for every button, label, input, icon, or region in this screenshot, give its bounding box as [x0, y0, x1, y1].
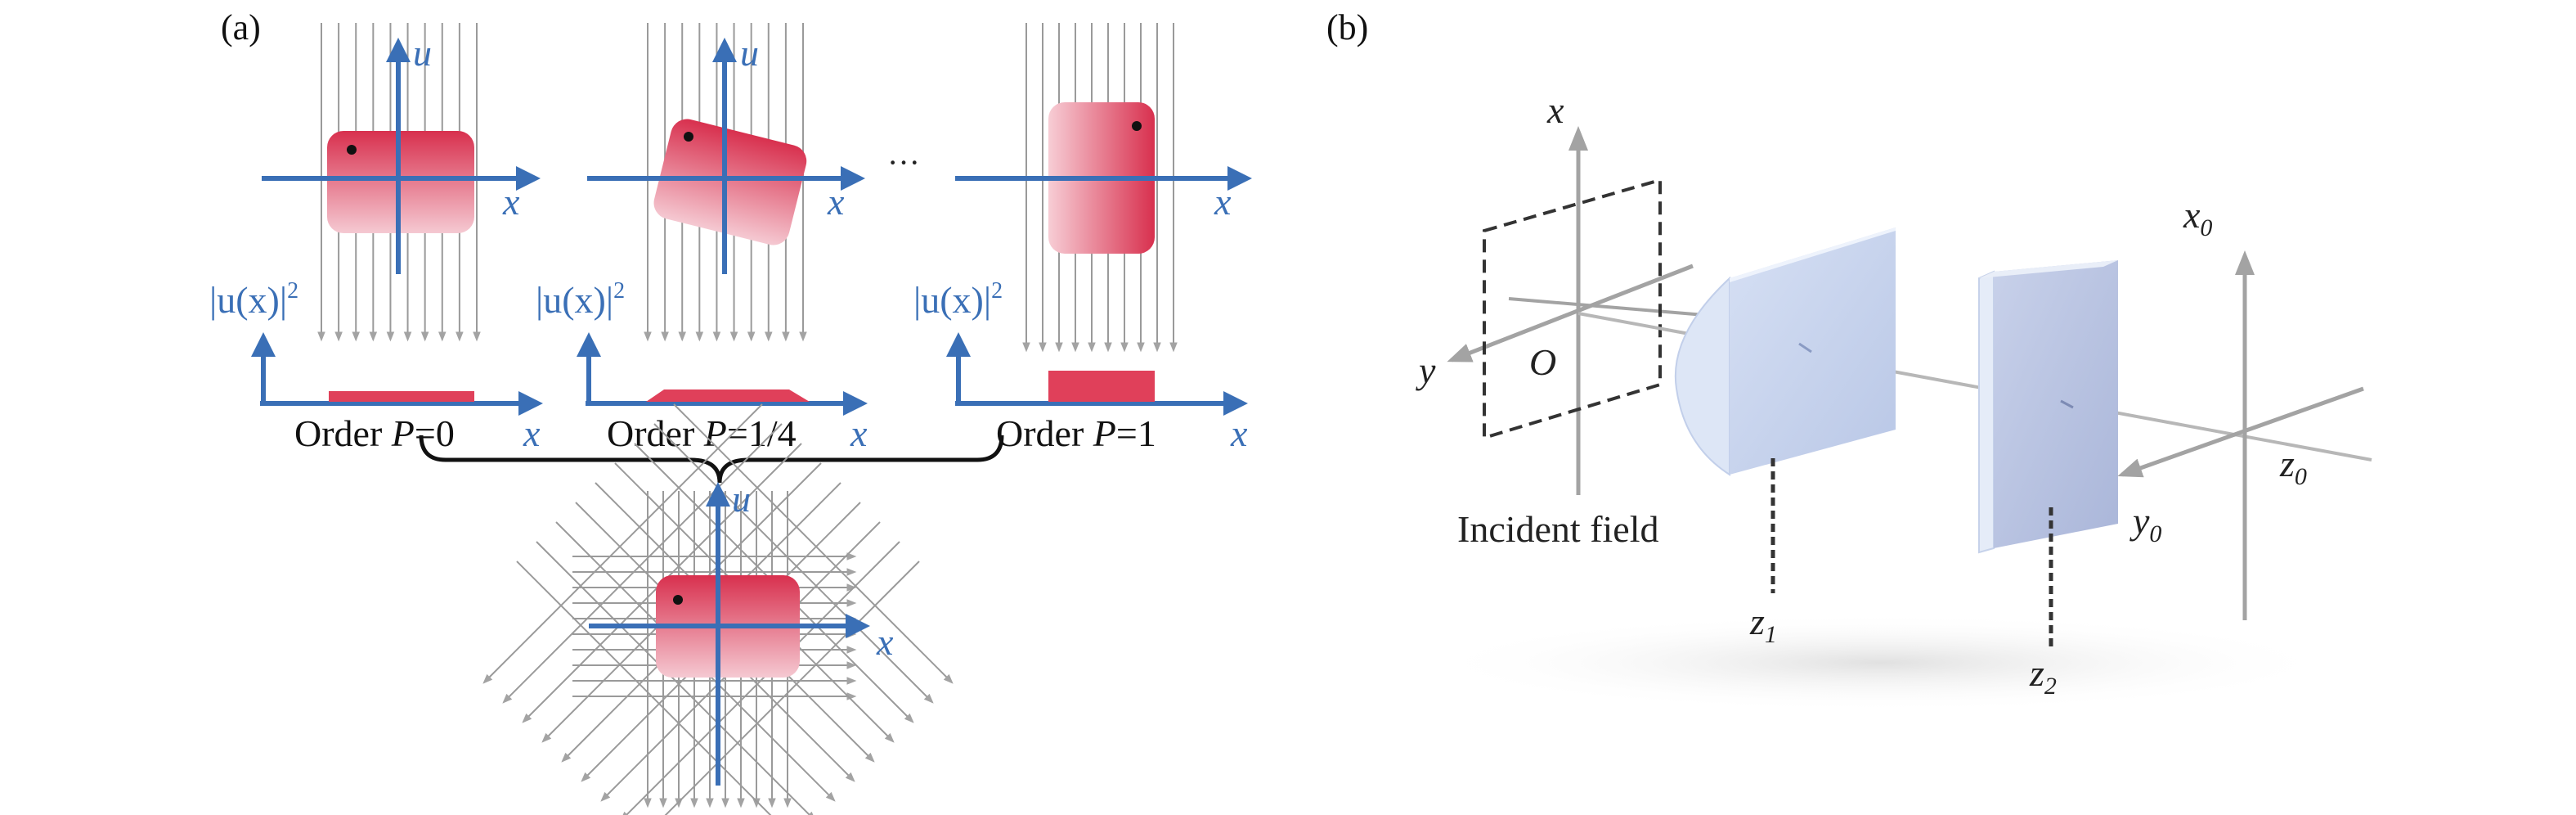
x-label-2: x — [827, 181, 845, 223]
panel-a-label: (a) — [221, 7, 261, 47]
u-label-4: u — [732, 478, 751, 520]
x-label-2b: x — [850, 412, 868, 454]
intensity-label-2: |u(x)|2 — [536, 278, 625, 321]
ray-line — [673, 403, 954, 684]
ellipsis: ··· — [887, 144, 920, 181]
ray-line — [502, 423, 783, 704]
order-label-1: Order P=1 — [996, 412, 1156, 454]
order-label-quarter: Order P=1/4 — [607, 412, 797, 454]
plane-label-z2: z2 — [2029, 652, 2057, 700]
output-y0-label: y0 — [2129, 500, 2161, 547]
input-y-label: y — [1416, 349, 1436, 391]
signal-rect-2 — [653, 119, 807, 245]
u-label-1: u — [413, 32, 432, 74]
intensity-label-3: |u(x)|2 — [913, 278, 1003, 321]
output-x0-label: x0 — [2183, 194, 2212, 241]
plane-label-z1: z1 — [1749, 601, 1777, 648]
optic-plate-z2 — [1978, 260, 2118, 554]
subpanel-combined: u x — [482, 403, 954, 815]
intensity-profile-2 — [646, 389, 810, 402]
ray-line — [516, 561, 772, 815]
intensity-profile-3 — [1048, 371, 1155, 402]
panel-b-label: (b) — [1326, 7, 1368, 47]
ray-line — [482, 403, 763, 684]
marker-dot-1 — [347, 145, 357, 155]
output-z0-label: z0 — [2279, 443, 2307, 490]
input-x-label: x — [1546, 89, 1564, 131]
x-label-3b: x — [1230, 412, 1248, 454]
subpanel-order-1: x |u(x)|2 x Order P=1 — [913, 23, 1252, 454]
intensity-profile-1 — [329, 391, 474, 402]
incident-field-label: Incident field — [1457, 508, 1659, 550]
x-label-1b: x — [523, 412, 541, 454]
subpanel-order-0: u x |u(x)|2 x Order P=0 — [209, 23, 543, 454]
x-label-3: x — [1214, 181, 1232, 223]
ray-line — [653, 423, 934, 704]
ray-line — [664, 561, 920, 815]
ground-shadow — [1423, 614, 2339, 712]
order-label-0: Order P=0 — [294, 412, 455, 454]
input-horizontal-axis — [1508, 297, 1735, 319]
origin-label: O — [1529, 341, 1556, 383]
u-label-2: u — [740, 32, 759, 74]
marker-dot-2 — [684, 132, 693, 142]
optic-lens-z1 — [1674, 227, 1896, 476]
input-plane — [1483, 178, 1662, 440]
subpanel-order-quarter: u x |u(x)|2 x Order P=1/4 — [536, 23, 868, 454]
intensity-label-1: |u(x)|2 — [209, 278, 298, 321]
ray-line — [536, 541, 816, 815]
input-y-axis — [1447, 263, 1694, 362]
marker-dot-3 — [1132, 121, 1142, 131]
marker-dot-4 — [673, 595, 683, 605]
ray-line — [620, 541, 900, 815]
x-label-1: x — [502, 181, 520, 223]
output-y0-axis — [2117, 386, 2364, 478]
x-label-4: x — [876, 621, 894, 663]
